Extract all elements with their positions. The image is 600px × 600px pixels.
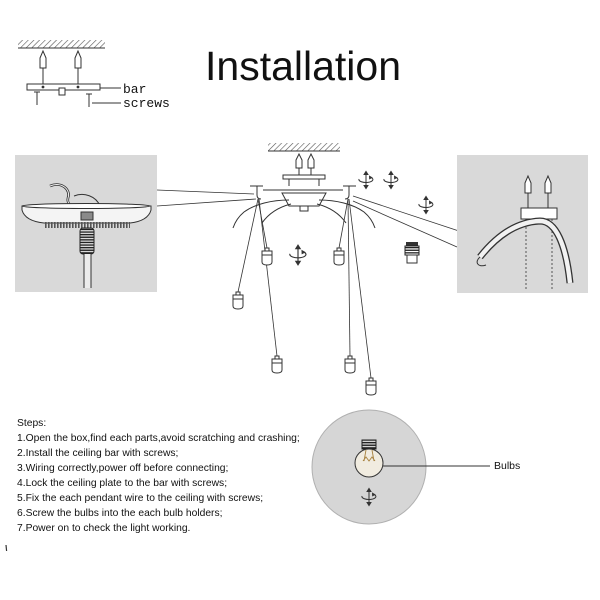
- plate-ribbed-edge: [44, 222, 130, 228]
- pendant-cord: [84, 254, 91, 288]
- bar-hole: [76, 85, 80, 89]
- bulb-detail-circle: [311, 409, 490, 525]
- step-item: 5.Fix the each pendant wire to the ceili…: [17, 493, 264, 504]
- leader-line: [352, 195, 469, 235]
- pendant-cord: [257, 198, 268, 249]
- bulb-holder: [344, 355, 356, 374]
- step-item: 4.Lock the ceiling plate to the bar with…: [17, 478, 228, 489]
- pendant-cord: [258, 198, 278, 357]
- bar-and-screws-detail: [18, 40, 121, 107]
- pendant-cord: [347, 198, 351, 357]
- screws-label: screws: [123, 96, 170, 111]
- step-item: 2.Install the ceiling bar with screws;: [17, 448, 179, 459]
- chandelier-drawing: [232, 143, 377, 396]
- lamp-socket: [79, 227, 95, 255]
- pendant-cord: [338, 198, 349, 249]
- plate-rim: [21, 203, 151, 209]
- wall-anchor: [74, 49, 82, 69]
- pendant-rope-core: [478, 218, 573, 284]
- leader-line: [156, 198, 257, 207]
- ceiling-hatch: [18, 40, 105, 48]
- canopy-knob: [299, 205, 309, 212]
- bulb-holder: [365, 377, 377, 396]
- bulb-globe: [354, 448, 384, 478]
- bulb-holder: [271, 355, 283, 374]
- steps-list: Steps: 1.Open the box,find each parts,av…: [17, 416, 300, 536]
- ceiling-plate-detail-panel: [15, 155, 157, 292]
- step-item: 7.Power on to check the light working.: [17, 523, 191, 534]
- bar-hole: [41, 85, 45, 89]
- rotation-arrows-icon: [383, 170, 399, 190]
- leader-line: [352, 200, 458, 248]
- ceiling-hatch: [268, 143, 340, 151]
- bar-label: bar: [123, 82, 147, 97]
- bulb-holder: [261, 247, 273, 266]
- bulb-filament: [362, 449, 376, 462]
- hook-left: [250, 185, 263, 200]
- wall-anchor: [307, 152, 315, 169]
- canopy: [281, 192, 327, 207]
- leader-line: [156, 189, 255, 195]
- stray-mark: [5, 544, 8, 552]
- bar-screw: [86, 93, 92, 107]
- rotation-arrows-icon: [289, 243, 307, 267]
- lamp-socket-part: [404, 242, 420, 264]
- step-item: 6.Screw the bulbs into the each bulb hol…: [17, 508, 223, 519]
- rotation-arrows-icon: [358, 170, 374, 190]
- arm: [318, 199, 376, 229]
- bulbs-label: Bulbs: [494, 460, 521, 472]
- bulb-holder: [333, 247, 345, 266]
- step-item: 1.Open the box,find each parts,avoid scr…: [17, 433, 300, 444]
- ceiling-bar-detail-panel: [457, 155, 588, 293]
- pendant-cord-outline: [83, 254, 92, 288]
- step-item: 3.Wiring correctly,power off before conn…: [17, 463, 229, 474]
- plate-nut: [80, 211, 94, 221]
- hook-right: [343, 185, 356, 200]
- arm: [316, 203, 347, 224]
- rotation-arrows-icon: [418, 195, 434, 215]
- mounting-bar: [282, 174, 326, 180]
- bulb-screw-base: [361, 439, 377, 450]
- bulb-holder: [232, 291, 244, 310]
- bar-center-stud: [58, 87, 66, 96]
- pendant-cord: [348, 198, 372, 379]
- bar-screw: [288, 179, 320, 186]
- bar-screw: [34, 91, 40, 105]
- steps-heading: Steps:: [17, 418, 47, 429]
- wall-anchor: [39, 49, 47, 69]
- pendant-cord: [237, 198, 259, 293]
- arm: [232, 199, 290, 229]
- rope-end: [476, 256, 487, 267]
- wall-anchor: [295, 152, 303, 169]
- arm: [261, 203, 292, 224]
- mounting-bracket: [520, 207, 558, 220]
- page-title: Installation: [205, 43, 402, 89]
